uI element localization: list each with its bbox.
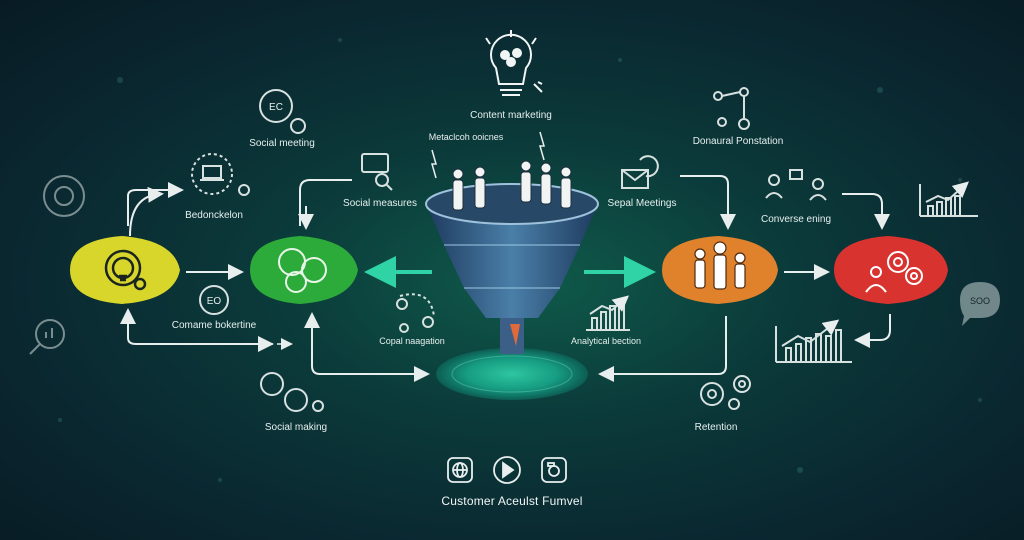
label-social-measures: Social measures [343, 198, 417, 209]
stage-node-action [834, 236, 948, 304]
camera-icon[interactable] [541, 457, 567, 483]
lightbulb-icon [485, 30, 543, 96]
network-icon [396, 293, 435, 333]
chat-search-icon [361, 153, 393, 191]
envelope-icon [621, 155, 659, 189]
play-icon[interactable] [493, 456, 521, 484]
label-donaural-formation: Donaural Ponstation [693, 136, 784, 147]
label-retention: Retention [695, 422, 738, 433]
label-converse-ening: Converse ening [761, 214, 831, 225]
label-metaclick-solutions: Metaclcoh ooicnes [429, 132, 504, 142]
people-chat-icon [765, 169, 827, 201]
eo-badge-text: EO [207, 296, 222, 307]
label-capal-navigation: Copal naagation [379, 336, 445, 346]
trend-chart-icon [919, 181, 978, 217]
label-analytical-bection: Analytical bection [571, 336, 641, 346]
flow-arrows [120, 175, 891, 382]
stage-node-decision [662, 236, 778, 304]
stage-node-interest [250, 236, 358, 304]
growth-chart-icon [775, 319, 852, 363]
ec-badge-text: EC [269, 102, 283, 113]
background-bokeh [58, 38, 982, 482]
diagram-title: Customer Aceulst Fumvel [441, 494, 583, 508]
gear-lightbulb-icon [104, 249, 147, 291]
label-content-marketing: Content marketing [470, 110, 552, 121]
funnel-rim [425, 183, 599, 225]
gears-retention-icon [700, 375, 751, 410]
gear-icon [43, 175, 85, 217]
eo-badge-icon [199, 285, 229, 315]
stage-node-awareness [70, 236, 180, 304]
label-bedonckelon: Bedonckelon [185, 210, 243, 221]
chat-bubbles-icon [278, 248, 327, 293]
seo-speech-bubble-icon [960, 282, 1000, 326]
funnel-pool [436, 348, 588, 400]
label-sepal-meetings: Sepal Meetings [608, 198, 677, 209]
people-group-icon [694, 241, 746, 290]
label-social-meeting: Social meeting [249, 138, 315, 149]
laptop-target-icon [191, 153, 250, 196]
funnel-body [426, 204, 598, 318]
label-comame-bokertine: Comame bokertine [172, 320, 257, 331]
people-on-funnel-icon [452, 160, 572, 211]
seo-bubble-text: SOO [970, 296, 990, 306]
globe-icon[interactable] [447, 457, 473, 483]
label-social-making: Social making [265, 422, 327, 433]
sales-funnel [425, 131, 599, 400]
person-search-icon [260, 372, 324, 412]
funnel-output-arrow [510, 324, 520, 346]
person-gears-icon [865, 251, 923, 293]
network-people-icon [713, 87, 750, 130]
gears-ec-icon [259, 89, 306, 134]
bar-chart-icon [586, 295, 630, 331]
magnifier-chart-icon [29, 319, 65, 355]
